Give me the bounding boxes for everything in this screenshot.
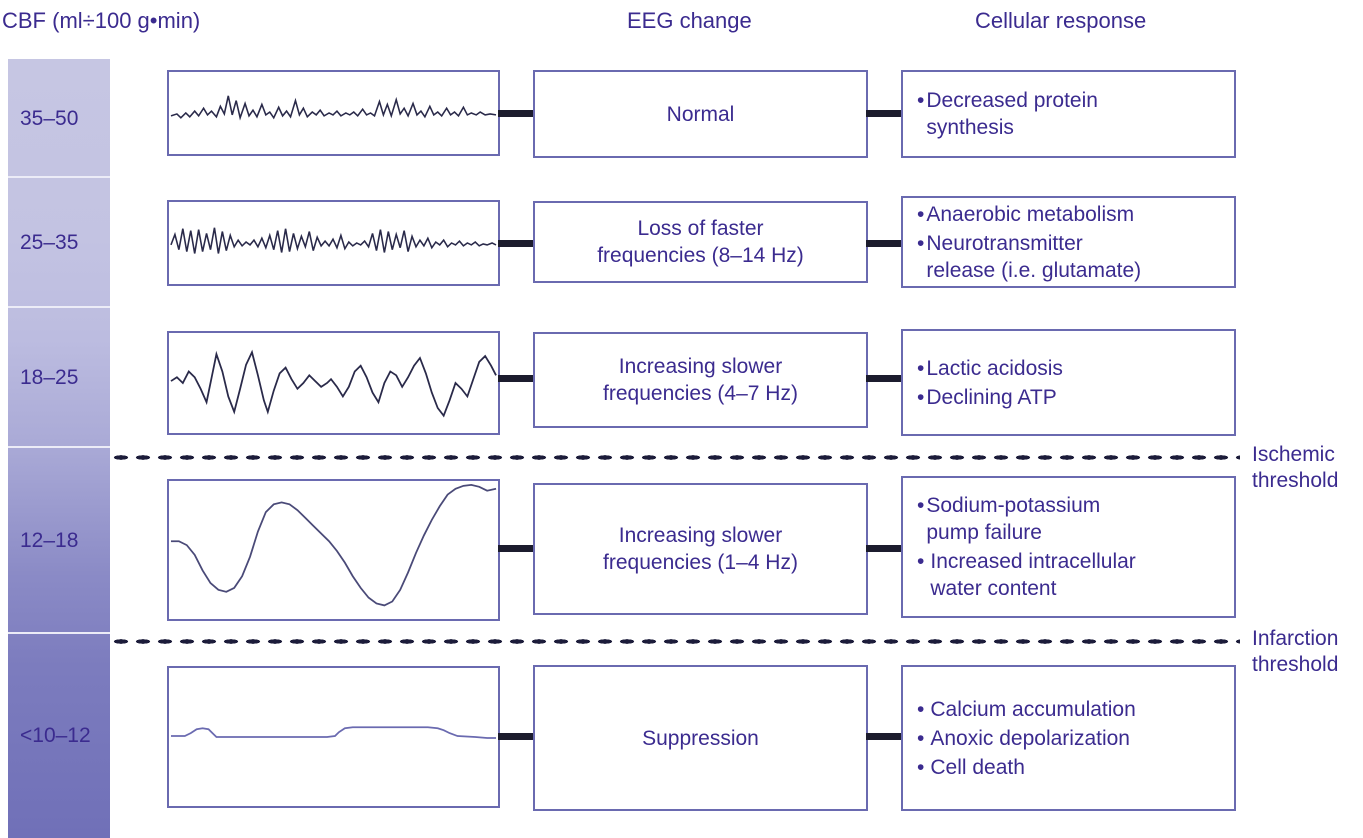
cbf-value-row-1: 35–50: [20, 106, 79, 130]
cbf-divider-3: [8, 446, 110, 448]
cbf-value-row-4: 12–18: [20, 529, 79, 552]
bullet-icon: •: [917, 385, 925, 409]
eeg-change-box-row-4: Increasing slower frequencies (1–4 Hz): [533, 483, 868, 615]
cellular-list-item: • Decreased protein synthesis: [917, 87, 1222, 141]
connector-wave-eeg-row-1: [498, 110, 535, 117]
cellular-list-item: • Cell death: [917, 754, 1222, 781]
eeg-change-label-row-2: Loss of faster frequencies (8–14 Hz): [597, 217, 804, 267]
connector-eeg-cell-row-5: [866, 733, 903, 740]
bullet-icon: •: [917, 494, 925, 517]
ischemic-threshold-label: Ischemic threshold: [1252, 443, 1339, 492]
cellular-response-box-row-2: • Anaerobic metabolism • Neurotransmitte…: [901, 196, 1236, 288]
eeg-change-box-row-2: Loss of faster frequencies (8–14 Hz): [533, 201, 868, 283]
cbf-value-row-5: <10–12: [20, 724, 91, 747]
eeg-waveform-row-2: [167, 200, 500, 286]
bullet-icon: •: [917, 356, 925, 380]
cellular-list-item: • Increased intracellular water content: [917, 548, 1222, 602]
cellular-item-label: Declining ATP: [926, 385, 1057, 409]
cellular-list-item: • Calcium accumulation: [917, 696, 1222, 723]
eeg-waveform-row-1: [167, 70, 500, 156]
cellular-list-item: • Lactic acidosis: [917, 355, 1222, 382]
column-header-cellular: Cellular response: [975, 8, 1147, 33]
eeg-change-box-row-1: Normal: [533, 70, 868, 158]
eeg-waveform-row-4: [167, 479, 500, 621]
eeg-change-label-row-5: Suppression: [642, 726, 759, 750]
bullet-icon: •: [917, 697, 925, 721]
cellular-item-label: Sodium-potassium pump failure: [926, 494, 1101, 544]
bullet-icon: •: [917, 231, 925, 255]
cbf-value-row-3: 18–25: [20, 366, 79, 389]
bullet-icon: •: [917, 755, 925, 779]
connector-eeg-cell-row-3: [866, 375, 903, 382]
cellular-response-box-row-5: • Calcium accumulation • Anoxic depolari…: [901, 665, 1236, 811]
cbf-value-row-2: 25–35: [20, 231, 79, 254]
bullet-icon: •: [917, 202, 925, 226]
cellular-item-label: Neurotransmitter release (i.e. glutamate…: [926, 231, 1142, 282]
eeg-change-box-row-5: Suppression: [533, 665, 868, 811]
cellular-item-label: Anaerobic metabolism: [926, 202, 1135, 226]
cellular-item-label: Lactic acidosis: [926, 356, 1063, 380]
cellular-item-label: Decreased protein synthesis: [926, 89, 1098, 139]
eeg-waveform-row-3: [167, 331, 500, 435]
cellular-list-item: • Declining ATP: [917, 384, 1222, 411]
column-header-cbf: CBF (ml÷100 g•min): [2, 8, 201, 33]
cellular-response-box-row-1: • Decreased protein synthesis: [901, 70, 1236, 158]
column-header-eeg: EEG change: [627, 8, 752, 33]
connector-eeg-cell-row-1: [866, 110, 903, 117]
eeg-change-label-row-1: Normal: [666, 102, 735, 126]
cellular-response-box-row-3: • Lactic acidosis • Declining ATP: [901, 329, 1236, 436]
cbf-divider-2: [8, 306, 110, 308]
cbf-divider-1: [8, 176, 110, 178]
bullet-icon: •: [917, 89, 925, 112]
cellular-list-item: • Neurotransmitter release (i.e. glutama…: [917, 230, 1222, 284]
connector-wave-eeg-row-2: [498, 240, 535, 247]
cellular-list-item: • Sodium-potassium pump failure: [917, 492, 1222, 546]
connector-wave-eeg-row-3: [498, 375, 535, 382]
ischemic-threshold-line: [110, 454, 1240, 461]
infarction-threshold-label: Infarction threshold: [1252, 627, 1339, 676]
eeg-waveform-row-5: [167, 666, 500, 808]
cellular-list-item: • Anaerobic metabolism: [917, 201, 1222, 228]
connector-eeg-cell-row-4: [866, 545, 903, 552]
connector-eeg-cell-row-2: [866, 240, 903, 247]
cellular-list-item: • Anoxic depolarization: [917, 725, 1222, 752]
cbf-divider-4: [8, 632, 110, 634]
eeg-change-box-row-3: Increasing slower frequencies (4–7 Hz): [533, 332, 868, 428]
bullet-icon: •: [917, 550, 925, 573]
bullet-icon: •: [917, 726, 925, 750]
eeg-change-label-row-3: Increasing slower frequencies (4–7 Hz): [603, 355, 798, 405]
cellular-item-label: Increased intracellular water content: [930, 550, 1136, 600]
cellular-response-box-row-4: • Sodium-potassium pump failure • Increa…: [901, 476, 1236, 618]
cellular-item-label: Cell death: [930, 755, 1025, 779]
eeg-change-label-row-4: Increasing slower frequencies (1–4 Hz): [603, 524, 798, 574]
cellular-item-label: Calcium accumulation: [930, 697, 1136, 721]
connector-wave-eeg-row-4: [498, 545, 535, 552]
cellular-item-label: Anoxic depolarization: [930, 726, 1130, 750]
connector-wave-eeg-row-5: [498, 733, 535, 740]
cbf-gradient-bar: [8, 59, 110, 838]
infarction-threshold-line: [110, 638, 1240, 645]
